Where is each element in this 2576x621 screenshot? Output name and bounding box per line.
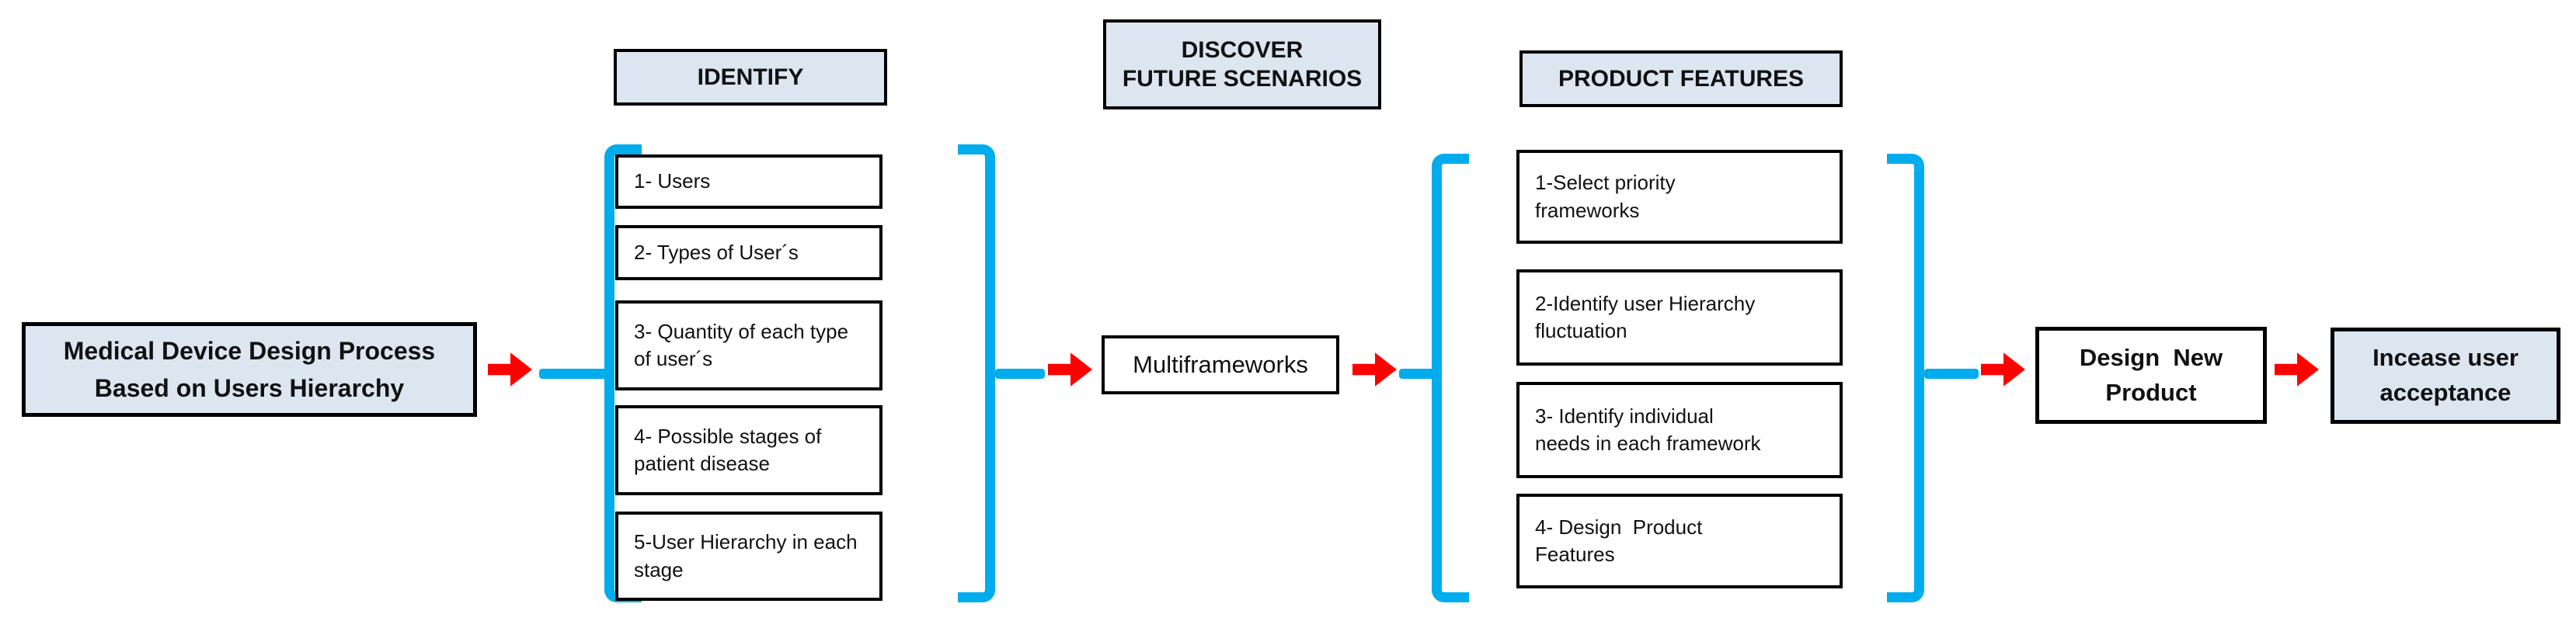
product-features-item-4: 4- Design Product Features [1516,494,1843,588]
connector-line [995,369,1045,379]
product-features-bracket-left [1432,154,1469,602]
flow-arrow-icon [488,352,533,387]
node-multiframeworks: Multiframeworks [1102,335,1339,394]
node-increase-user-acceptance: Incease user acceptance [2331,328,2560,424]
identify-item-5: 5-User Hierarchy in each stage [615,512,882,601]
identify-item-1: 1- Users [615,154,882,209]
identify-item-3: 3- Quantity of each type of user´s [615,300,882,390]
product-features-header: PRODUCT FEATURES [1519,50,1843,107]
product-features-bracket-right [1887,154,1924,602]
connector-line [539,369,609,379]
discover-header: DISCOVER FUTURE SCENARIOS [1103,19,1381,109]
connector-line [1924,369,1979,379]
node-start: Medical Device Design Process Based on U… [22,322,477,417]
product-features-item-3: 3- Identify individual needs in each fra… [1516,382,1843,478]
identify-bracket-right [958,144,995,602]
node-design-new-product: Design New Product [2035,327,2267,424]
identify-header: IDENTIFY [614,49,887,106]
flow-arrow-icon [1048,352,1093,387]
identify-item-4: 4- Possible stages of patient disease [615,405,882,495]
connector-line [1399,369,1442,379]
flow-arrow-icon [1981,352,2026,387]
identify-item-2: 2- Types of User´s [615,225,882,280]
product-features-item-1: 1-Select priority frameworks [1516,150,1843,244]
flow-arrow-icon [2275,352,2320,387]
product-features-item-2: 2-Identify user Hierarchy fluctuation [1516,269,1843,366]
flow-arrow-icon [1352,352,1398,387]
